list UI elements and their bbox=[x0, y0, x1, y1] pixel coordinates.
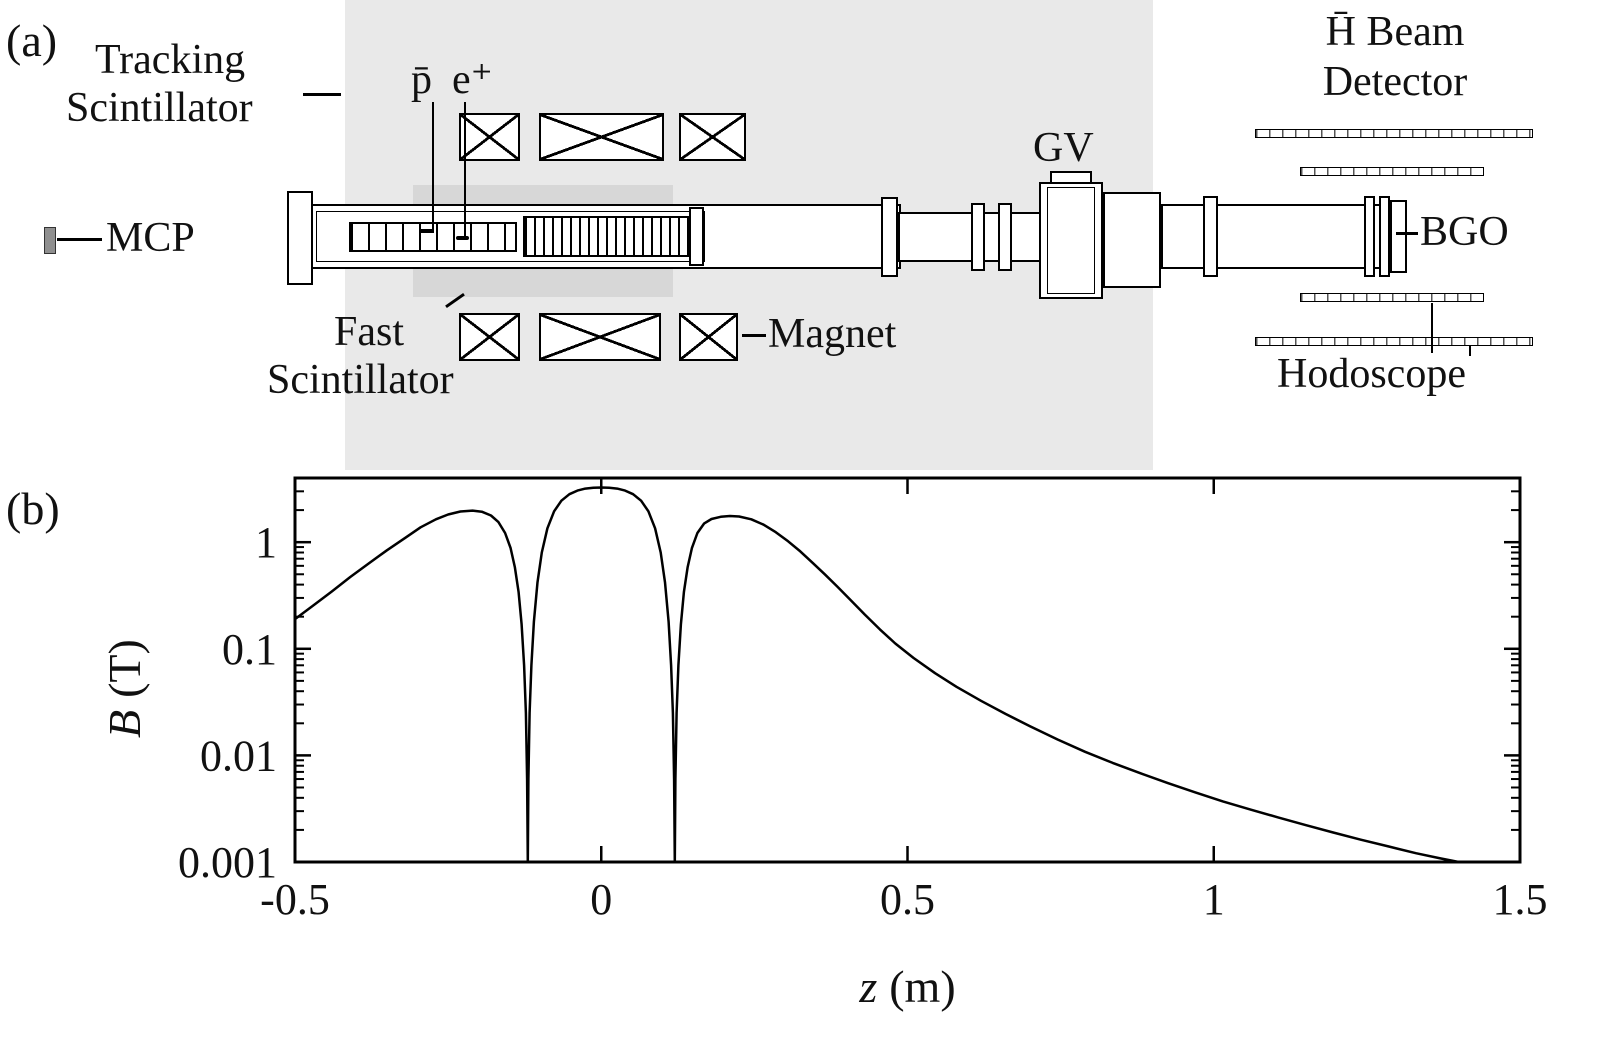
antiproton-marker bbox=[421, 229, 434, 233]
flange bbox=[971, 203, 985, 271]
flange bbox=[998, 203, 1012, 271]
tracking-scintillator-label-line2: Scintillator bbox=[66, 85, 253, 131]
x-axis-unit: (m) bbox=[889, 961, 956, 1012]
gate-valve-body bbox=[1039, 182, 1103, 299]
tracking-scintillator-label-line1: Tracking bbox=[95, 37, 246, 83]
magnet-coil-icon bbox=[459, 313, 520, 361]
y-tick-label: 1 bbox=[255, 518, 277, 567]
b-field-curve bbox=[293, 486, 1461, 864]
hodoscope-pointer-line bbox=[1431, 303, 1433, 353]
beam-chamber-box bbox=[1103, 192, 1161, 288]
panel-a-tag: (a) bbox=[6, 15, 58, 66]
mcp-pointer-line bbox=[57, 238, 102, 241]
x-axis-label: z(m) bbox=[295, 960, 1520, 1013]
bgo-pointer-line bbox=[1396, 232, 1418, 235]
panel-b-tag: (b) bbox=[6, 483, 60, 534]
magnet-coil-icon bbox=[679, 313, 738, 361]
right-end-cap bbox=[1390, 200, 1407, 273]
bgo-flange bbox=[1364, 196, 1375, 277]
hodoscope-bar-icon bbox=[1255, 129, 1533, 138]
y-tick-label: 0.1 bbox=[222, 625, 277, 674]
x-tick-label: 0.5 bbox=[880, 875, 935, 924]
positron-label: e⁺ bbox=[452, 57, 493, 103]
positron-marker bbox=[456, 236, 469, 240]
bgo-label: BGO bbox=[1420, 209, 1509, 255]
hodoscope-bar-icon bbox=[1300, 167, 1484, 176]
x-tick-label: 0 bbox=[590, 875, 612, 924]
x-tick-label: 1 bbox=[1203, 875, 1225, 924]
hodoscope-label: Hodoscope bbox=[1277, 351, 1466, 397]
flange bbox=[1203, 196, 1218, 277]
inner-bore-tube bbox=[316, 211, 705, 262]
fast-scintillator-label-line1: Fast bbox=[334, 309, 405, 355]
flange bbox=[881, 197, 898, 277]
mcp-label: MCP bbox=[106, 215, 195, 261]
magnet-coil-icon bbox=[459, 113, 520, 161]
positron-pointer-line bbox=[464, 102, 466, 236]
multi-ring-electrode-stack bbox=[523, 216, 691, 257]
mcp-icon bbox=[44, 227, 56, 254]
antiproton-pointer-line bbox=[432, 102, 434, 230]
hodoscope-pointer-line bbox=[1469, 346, 1471, 356]
tracking-pointer-line bbox=[303, 93, 341, 96]
y-axis-label: B (T) bbox=[98, 639, 151, 738]
magnet-coil-icon bbox=[539, 113, 664, 161]
magnet-label: Magnet bbox=[768, 311, 897, 357]
y-axis-unit: (T) bbox=[99, 639, 150, 698]
y-tick-label: 0.01 bbox=[200, 731, 277, 780]
fast-scintillator-label-line2: Scintillator bbox=[267, 357, 454, 403]
hbar-beam-detector-label-line1: H̄ Beam bbox=[1325, 9, 1465, 55]
magnet-coil-icon bbox=[679, 113, 746, 161]
plot-frame bbox=[293, 476, 1522, 864]
x-tick-label: -0.5 bbox=[260, 875, 330, 924]
y-axis-variable: B bbox=[99, 709, 150, 738]
x-axis-variable: z bbox=[859, 961, 878, 1012]
beam-tube-section bbox=[898, 212, 1042, 262]
downstream-beam-tube bbox=[1161, 204, 1391, 269]
x-tick-label: 1.5 bbox=[1493, 875, 1548, 924]
flange bbox=[689, 207, 704, 266]
hbar-beam-detector-label-line2: Detector bbox=[1322, 59, 1468, 105]
antiproton-label: p̄ bbox=[411, 57, 432, 103]
y-tick-label: 0.001 bbox=[178, 838, 277, 887]
magnet-coil-icon bbox=[539, 313, 661, 361]
magnet-pointer-line bbox=[742, 334, 766, 337]
hodoscope-bar-icon bbox=[1255, 337, 1533, 346]
gate-valve-label: GV bbox=[1033, 125, 1094, 171]
gate-valve-inner bbox=[1047, 187, 1095, 294]
bgo-flange bbox=[1379, 196, 1390, 277]
hodoscope-bar-icon bbox=[1300, 293, 1484, 302]
